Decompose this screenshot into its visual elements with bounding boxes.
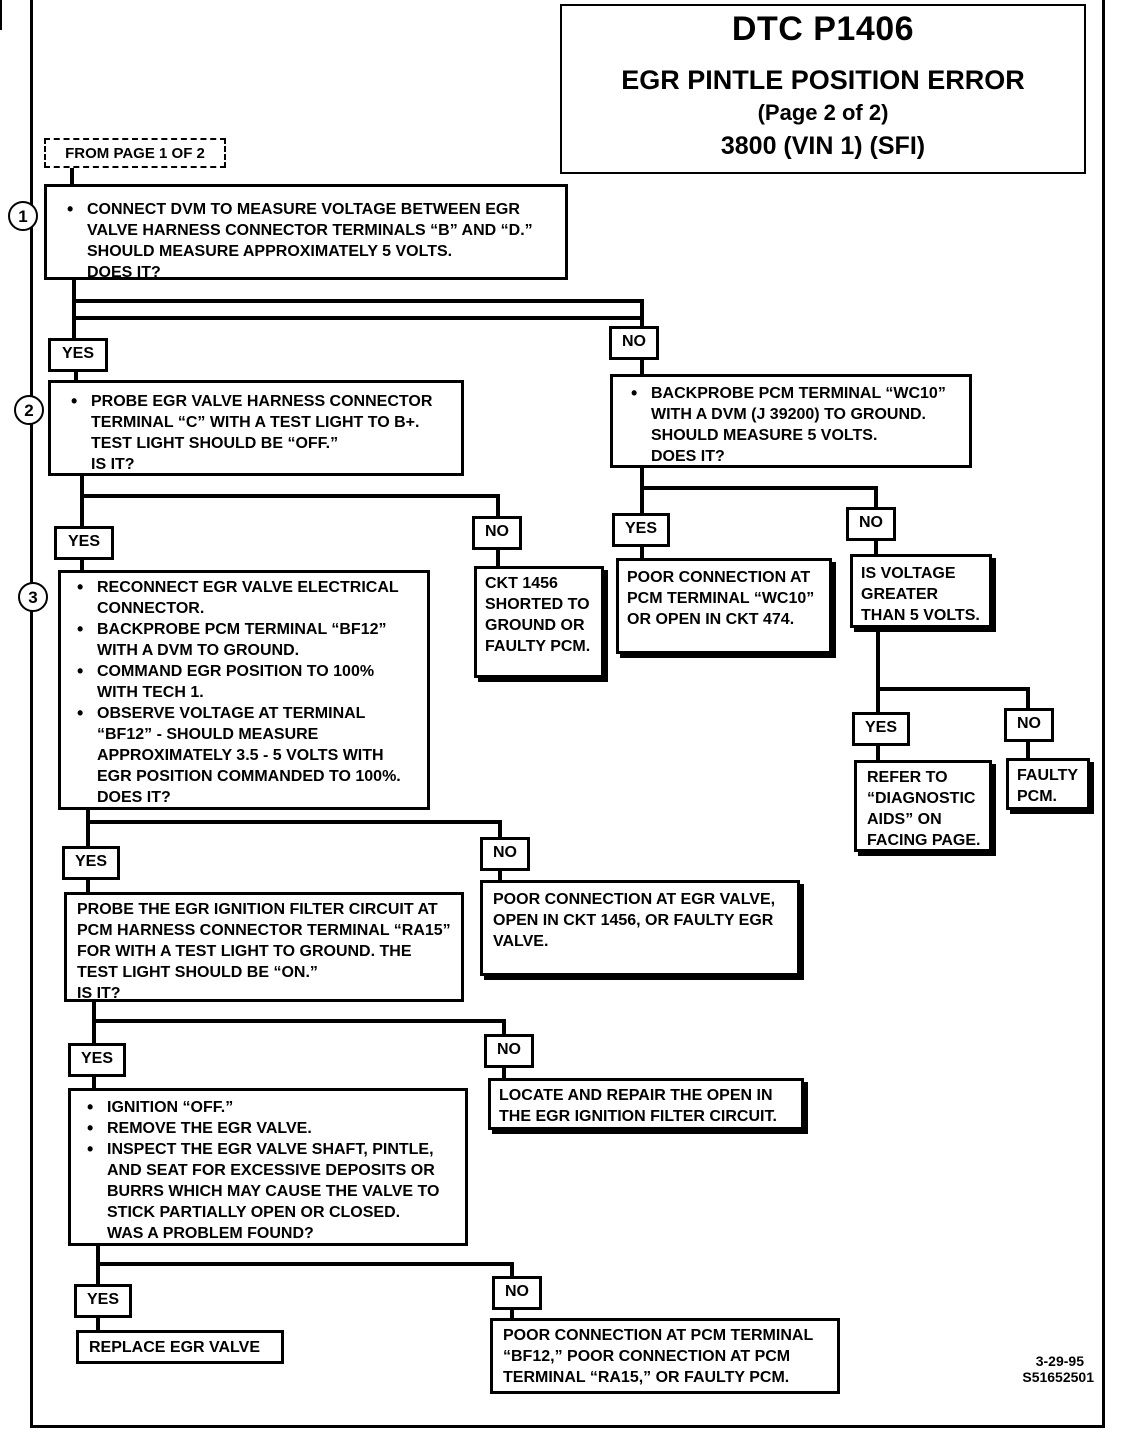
wc10-instruction: BACKPROBE PCM TERMINAL “WC10” WITH A DVM… <box>631 383 961 446</box>
diagnostic-aids-result: REFER TO “DIAGNOSTIC AIDS” ON FACING PAG… <box>854 760 992 852</box>
q5-no-label: NO <box>492 1276 542 1310</box>
ckt1456-shorted-result: CKT 1456 SHORTED TO GROUND OR FAULTY PCM… <box>474 566 604 678</box>
ignition-filter-instruction: PROBE THE EGR IGNITION FILTER CIRCUIT AT… <box>77 901 451 981</box>
figure-date: 3-29-95 <box>1035 1353 1084 1369</box>
connector <box>874 486 878 508</box>
step-3-instruction-3: COMMAND EGR POSITION TO 100% WITH TECH 1… <box>77 661 419 703</box>
step-1-marker: 1 <box>8 201 38 231</box>
connector <box>640 545 644 559</box>
egr-valve-connection-result: POOR CONNECTION AT EGR VALVE, OPEN IN CK… <box>480 880 800 976</box>
step-2-test-box: PROBE EGR VALVE HARNESS CONNECTOR TERMIN… <box>48 380 464 476</box>
step-2-marker: 2 <box>14 395 44 425</box>
connector <box>640 486 878 490</box>
connector <box>876 687 1030 691</box>
q3-yes-label: YES <box>62 846 120 880</box>
wc10-voltage-test-box: BACKPROBE PCM TERMINAL “WC10” WITH A DVM… <box>610 374 972 468</box>
connector <box>502 1019 506 1037</box>
connector <box>640 358 644 378</box>
replace-egr-valve-result: REPLACE EGR VALVE <box>76 1330 284 1364</box>
connector <box>80 473 84 527</box>
connector <box>86 878 90 894</box>
diagram-title: EGR PINTLE POSITION ERROR <box>621 65 1025 95</box>
title-block: DTC P1406 EGR PINTLE POSITION ERROR (Pag… <box>560 4 1086 174</box>
ignition-filter-test-box: PROBE THE EGR IGNITION FILTER CIRCUIT AT… <box>64 892 464 1002</box>
connector <box>74 370 78 382</box>
figure-code: S51652501 <box>1022 1369 1094 1385</box>
connector <box>80 558 84 572</box>
connector <box>874 540 878 554</box>
connector <box>86 808 90 846</box>
inspect-instruction-2: REMOVE THE EGR VALVE. <box>87 1118 457 1139</box>
q3-no-label: NO <box>480 837 530 871</box>
connector <box>96 1262 514 1266</box>
connector <box>1026 741 1030 759</box>
step-2-instruction: PROBE EGR VALVE HARNESS CONNECTOR TERMIN… <box>71 391 453 454</box>
wc10-question: DOES IT? <box>651 448 725 465</box>
step-1-test-box: CONNECT DVM TO MEASURE VOLTAGE BETWEEN E… <box>44 184 568 281</box>
step-3-marker: 3 <box>18 582 48 612</box>
wc10-poor-connection-result: POOR CONNECTION AT PCM TERMINAL “WC10” O… <box>616 558 832 654</box>
faulty-pcm-result: FAULTY PCM. <box>1006 758 1090 810</box>
inspect-egr-valve-box: IGNITION “OFF.” REMOVE THE EGR VALVE. IN… <box>68 1088 468 1246</box>
page-frame <box>30 0 1105 1428</box>
step-1-instruction: CONNECT DVM TO MEASURE VOLTAGE BETWEEN E… <box>67 199 555 262</box>
connector <box>640 466 644 514</box>
q1-yes-label: YES <box>48 338 108 372</box>
connector <box>498 820 502 838</box>
connector <box>72 277 76 340</box>
step-3-instruction-1: RECONNECT EGR VALVE ELECTRICAL CONNECTOR… <box>77 577 419 619</box>
connector <box>92 1076 96 1090</box>
ignition-filter-question: IS IT? <box>77 985 121 1002</box>
q2-no-label: NO <box>472 516 522 550</box>
step-1-question: DOES IT? <box>87 264 161 281</box>
wc10-yes-label: YES <box>612 513 670 547</box>
connector <box>92 1019 506 1023</box>
voltage-greater-question: IS VOLTAGE GREATER THAN 5 VOLTS. <box>850 554 992 628</box>
step-3-instruction-4: OBSERVE VOLTAGE AT TERMINAL “BF12” - SHO… <box>77 703 419 787</box>
connector <box>498 868 502 882</box>
gt5-no-label: NO <box>1004 708 1054 742</box>
page-indicator: (Page 2 of 2) <box>757 100 889 125</box>
step-2-question: IS IT? <box>91 456 135 473</box>
q2-yes-label: YES <box>54 526 114 560</box>
frame-top-left <box>0 0 2 30</box>
q1-no-label: NO <box>609 326 659 360</box>
inspect-instruction-3: INSPECT THE EGR VALVE SHAFT, PINTLE, AND… <box>87 1139 457 1223</box>
start-label: FROM PAGE 1 OF 2 <box>44 138 226 168</box>
repair-filter-circuit-result: LOCATE AND REPAIR THE OPEN IN THE EGR IG… <box>488 1078 804 1130</box>
pcm-terminal-connection-result: POOR CONNECTION AT PCM TERMINAL “BF12,” … <box>490 1318 840 1394</box>
connector <box>70 168 74 186</box>
connector <box>80 494 500 498</box>
connector <box>86 820 502 824</box>
gt5-yes-label: YES <box>852 712 910 746</box>
step-3-test-box: RECONNECT EGR VALVE ELECTRICAL CONNECTOR… <box>58 570 430 810</box>
connector <box>72 316 644 320</box>
connector <box>96 1316 100 1332</box>
connector <box>74 299 644 303</box>
inspect-question: WAS A PROBLEM FOUND? <box>107 1225 314 1242</box>
connector <box>640 300 644 328</box>
inspect-instruction-1: IGNITION “OFF.” <box>87 1097 457 1118</box>
q4-yes-label: YES <box>68 1043 126 1077</box>
dtc-code: DTC P1406 <box>731 10 915 48</box>
connector <box>510 1262 514 1278</box>
q5-yes-label: YES <box>74 1284 132 1318</box>
connector <box>80 505 84 525</box>
q4-no-label: NO <box>484 1034 534 1068</box>
engine-label: 3800 (VIN 1) (SFI) <box>720 132 926 160</box>
connector <box>876 624 880 712</box>
connector <box>876 744 880 762</box>
connector <box>496 549 500 567</box>
connector <box>496 494 500 516</box>
wc10-no-label: NO <box>846 507 896 541</box>
connector <box>502 1066 506 1080</box>
connector <box>510 1308 514 1322</box>
step-3-question: DOES IT? <box>97 789 171 806</box>
connector <box>1026 687 1030 709</box>
step-3-instruction-2: BACKPROBE PCM TERMINAL “BF12” WITH A DVM… <box>77 619 419 661</box>
